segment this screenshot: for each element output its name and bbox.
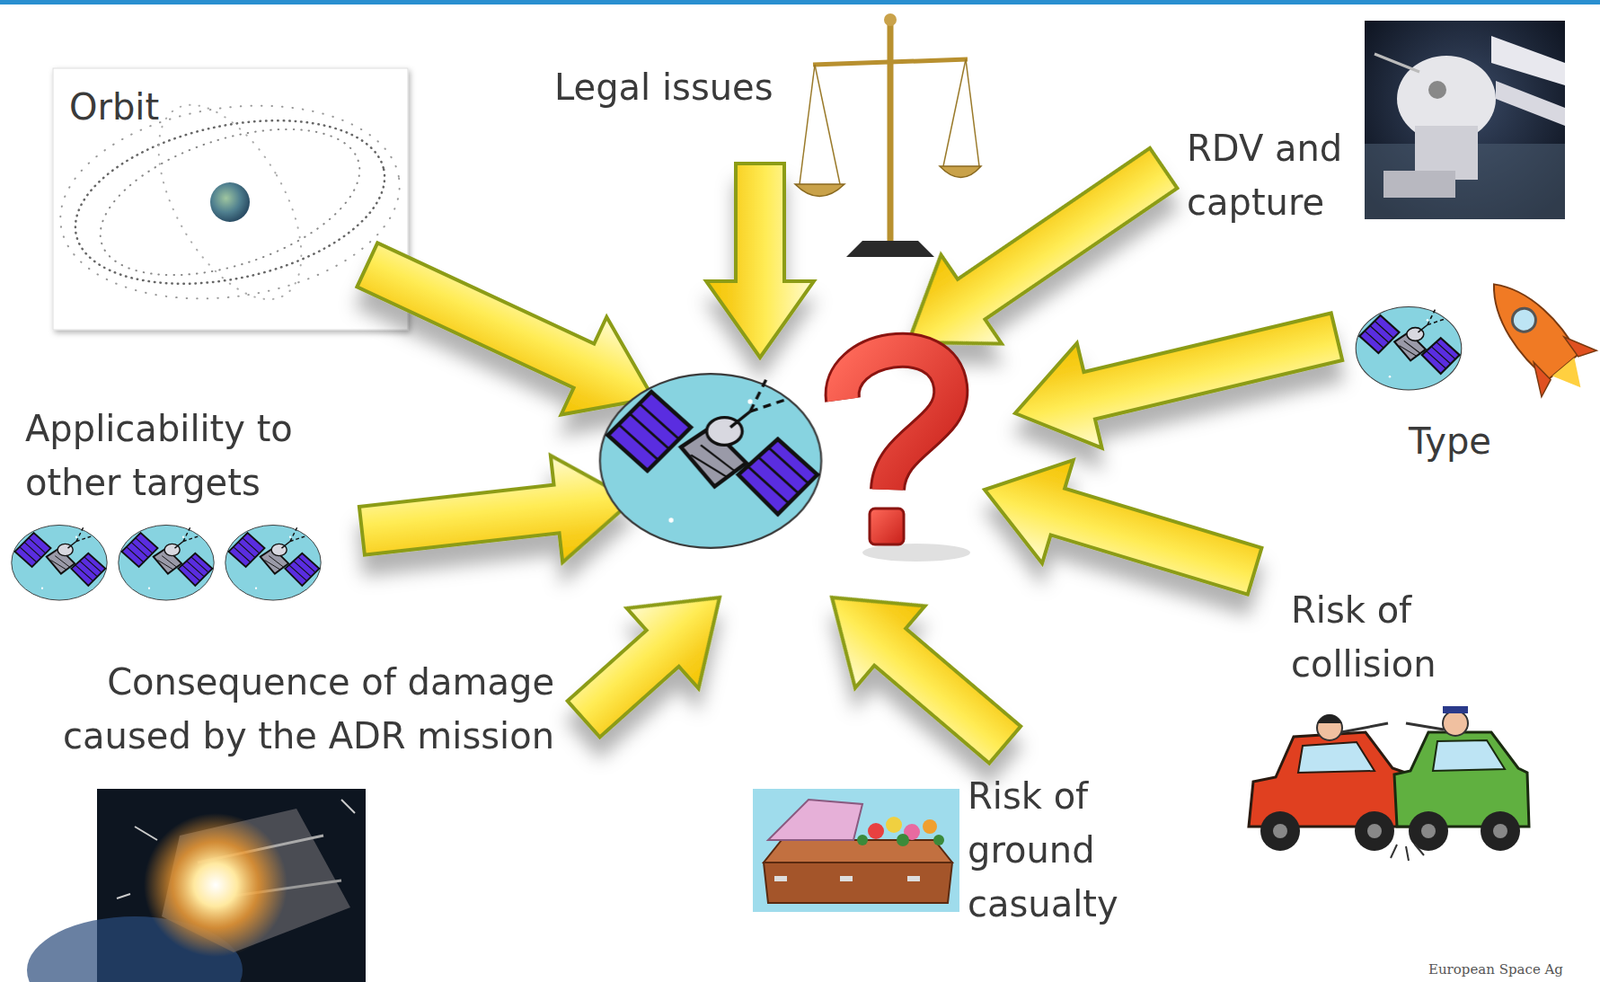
question-mark: [842, 350, 971, 562]
legal-label: Legal issues: [554, 60, 774, 115]
collision-label: Risk of collision: [1290, 583, 1471, 691]
car-crash-image: [1248, 706, 1530, 861]
top-bar: [0, 0, 1600, 5]
rdv-label: RDV and capture: [1186, 121, 1358, 230]
orbit-label: Orbit: [69, 79, 160, 134]
coffin-image: [752, 788, 960, 912]
central-satellite: [600, 373, 822, 549]
watermark: European Space Ag: [1428, 961, 1564, 978]
type-label: Type: [1408, 414, 1492, 469]
satellite-icons: [11, 524, 321, 601]
docking-photo: [1364, 20, 1565, 220]
orbit-image: [47, 68, 413, 330]
consequence-label: Consequence of damage caused by the ADR …: [60, 654, 555, 763]
type-icons: [1355, 261, 1600, 411]
ground-label: Risk of ground casualty: [967, 769, 1148, 931]
explosion-image: [26, 788, 366, 982]
applicability-label: Applicability to other targets: [25, 401, 322, 510]
scales-image: [795, 5, 982, 264]
